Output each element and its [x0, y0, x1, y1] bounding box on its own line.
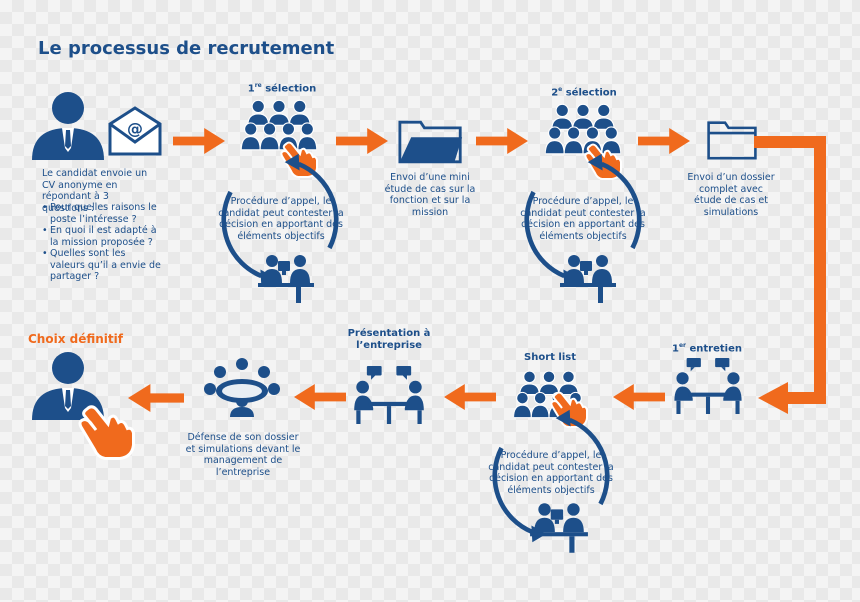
step-label-presentation: Présentation à l’entreprise — [347, 328, 431, 351]
question-item: Quelles sont les valeurs qu’il a envie d… — [42, 248, 162, 283]
folder-open-icon — [398, 118, 464, 166]
interview-talk-icon — [672, 358, 744, 414]
full-case-text: Envoi d’un dossier complet avec étude de… — [687, 172, 775, 218]
folder-closed-icon — [706, 116, 758, 164]
mini-case-text: Envoi d’une mini étude de cas sur la fon… — [384, 172, 476, 218]
interview-desk-icon — [528, 500, 590, 554]
arrow-right-icon — [334, 128, 390, 154]
defense-text: Défense de son dossier et simulations de… — [185, 432, 301, 478]
final-candidate-person-icon — [32, 352, 104, 420]
step-label-short-list: Short list — [524, 352, 576, 363]
interview-desk-icon — [256, 252, 316, 304]
interview-desk-icon — [558, 252, 618, 304]
arrow-right-icon — [636, 128, 692, 154]
candidate-questions: Pour quelles raisons le poste l’intéress… — [42, 202, 162, 283]
appeal-text-short-list: Procédure d’appel, le candidat peut cont… — [488, 450, 614, 496]
arrow-left-icon — [292, 384, 348, 410]
appeal-text-selection1: Procédure d’appel, le candidat peut cont… — [218, 196, 344, 242]
connector-arrow-icon — [754, 136, 826, 414]
step-label-selection1: 1re sélection — [247, 82, 317, 95]
svg-text:@: @ — [127, 119, 143, 138]
question-item: En quoi il est adapté à la mission propo… — [42, 225, 162, 248]
meeting-table-icon — [202, 356, 282, 418]
arrow-left-icon — [442, 384, 498, 410]
page-title: Le processus de recrutement — [38, 38, 335, 59]
step-label-selection2: 2e sélection — [551, 86, 617, 99]
step-label-interview1: 1er entretien — [672, 342, 742, 355]
question-item: Pour quelles raisons le poste l’intéress… — [42, 202, 162, 225]
step-label-final-choice: Choix définitif — [28, 332, 123, 346]
candidate-person-icon — [32, 92, 104, 160]
envelope-at-icon: @ — [108, 106, 162, 156]
appeal-text-selection2: Procédure d’appel, le candidat peut cont… — [520, 196, 646, 242]
hand-pointer-icon — [72, 400, 138, 460]
presentation-icon — [352, 366, 426, 424]
